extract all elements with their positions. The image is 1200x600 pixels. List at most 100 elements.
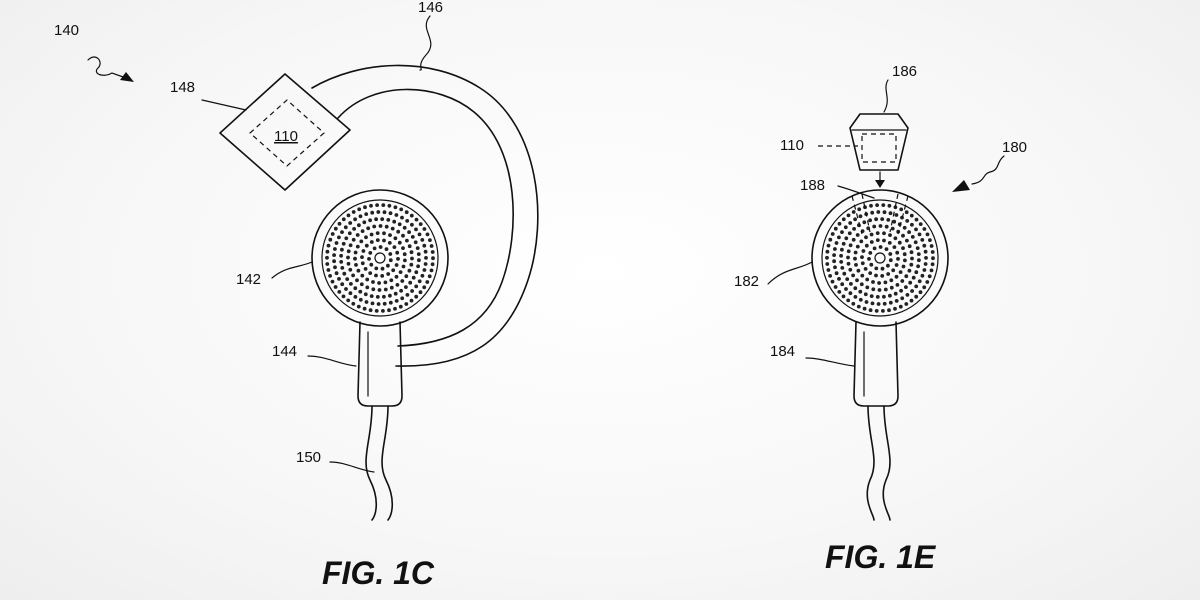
grille-hole <box>917 279 922 284</box>
earbud-142-leader <box>271 261 313 279</box>
grille-hole <box>353 256 357 261</box>
grille-hole <box>391 268 396 273</box>
grille-hole <box>364 235 368 240</box>
grille-hole <box>888 211 893 216</box>
grille-hole <box>839 253 843 258</box>
grille-hole <box>396 257 400 261</box>
grille-hole <box>410 289 414 293</box>
grille-hole <box>388 252 393 256</box>
grille-hole <box>384 224 389 229</box>
grille-hole <box>404 302 409 306</box>
grille-hole <box>864 243 869 248</box>
grille-hole <box>846 261 851 266</box>
grille-hole <box>401 264 406 269</box>
grille-hole <box>364 212 369 217</box>
grille-hole <box>922 268 927 272</box>
grille-hole <box>325 262 330 266</box>
grille-hole <box>348 291 353 296</box>
grille-hole <box>340 282 345 287</box>
grille-hole <box>870 210 875 215</box>
stem-144 <box>357 321 403 407</box>
grille-hole <box>363 292 368 297</box>
grille-hole <box>333 285 338 289</box>
grille-hole <box>409 213 414 218</box>
grille-hole <box>930 262 935 267</box>
grille-hole <box>888 258 893 263</box>
grille-hole <box>398 304 403 309</box>
grille-hole <box>416 252 421 256</box>
grille-hole <box>413 240 418 245</box>
grille-hole <box>882 238 886 243</box>
grille-hole <box>833 247 837 251</box>
grille-hole <box>917 258 921 263</box>
grille-hole <box>840 282 845 287</box>
grille-hole <box>833 285 838 289</box>
grille-hole <box>876 210 881 214</box>
grille-hole <box>855 244 860 249</box>
grille-hole <box>901 233 905 238</box>
grille-hole <box>347 231 352 236</box>
grille-hole <box>374 266 379 271</box>
grille-hole <box>417 258 421 263</box>
grille-hole <box>870 301 875 306</box>
grille-hole <box>393 236 398 241</box>
grille-hole <box>925 232 930 237</box>
ear-hook-146-label: 146 <box>418 0 443 16</box>
grille-hole <box>901 246 905 251</box>
grille-hole <box>859 282 864 287</box>
grille-hole <box>888 300 893 305</box>
cap-186-label: 186 <box>892 63 917 80</box>
grille-hole <box>846 255 850 260</box>
grille-hole <box>361 249 366 253</box>
grille-hole <box>914 227 918 232</box>
grille-hole <box>404 274 409 279</box>
grille-hole <box>353 286 358 291</box>
grille-hole <box>333 247 337 251</box>
grille-hole <box>341 217 346 222</box>
grille-hole <box>415 246 420 251</box>
grille-hole <box>891 268 896 273</box>
grille-hole <box>928 238 932 243</box>
grille-hole <box>834 271 839 276</box>
grille-hole <box>853 295 858 299</box>
grille-hole <box>417 279 422 284</box>
grille-hole <box>325 249 330 254</box>
grille-hole <box>849 282 853 286</box>
grille-hole <box>397 222 402 227</box>
grille-hole <box>409 250 414 255</box>
grille-hole <box>405 219 410 223</box>
grille-hole <box>868 308 873 313</box>
grille-hole <box>871 280 875 284</box>
grille-hole <box>839 260 844 264</box>
grille-hole <box>837 277 841 281</box>
grille-hole <box>414 217 419 222</box>
grille-hole <box>369 240 374 244</box>
grille-hole <box>846 213 851 218</box>
cable-150-left <box>365 405 378 521</box>
grille-hole <box>902 225 907 230</box>
grille-hole <box>390 226 395 231</box>
grille-hole <box>907 268 912 273</box>
grille-hole <box>844 287 848 291</box>
grille-hole <box>929 244 934 248</box>
grille-hole <box>899 207 904 212</box>
grille-hole <box>400 279 405 283</box>
grille-hole <box>407 244 412 249</box>
grille-hole <box>368 218 372 223</box>
grille-hole <box>375 203 379 208</box>
grille-hole <box>332 259 336 264</box>
grille-hole <box>401 233 405 238</box>
grille-hole <box>414 294 419 299</box>
grille-hole <box>352 227 356 231</box>
grille-hole <box>882 210 887 215</box>
grille-hole <box>400 215 404 220</box>
grille-hole <box>389 285 394 290</box>
grille-hole <box>356 304 361 309</box>
grille-hole <box>333 226 338 231</box>
module-110-outline-1e <box>861 133 897 163</box>
grille-hole <box>382 301 387 306</box>
grille-hole <box>847 231 852 236</box>
grille-hole <box>375 231 380 236</box>
grille-hole <box>825 249 830 254</box>
grille-hole <box>418 222 423 227</box>
